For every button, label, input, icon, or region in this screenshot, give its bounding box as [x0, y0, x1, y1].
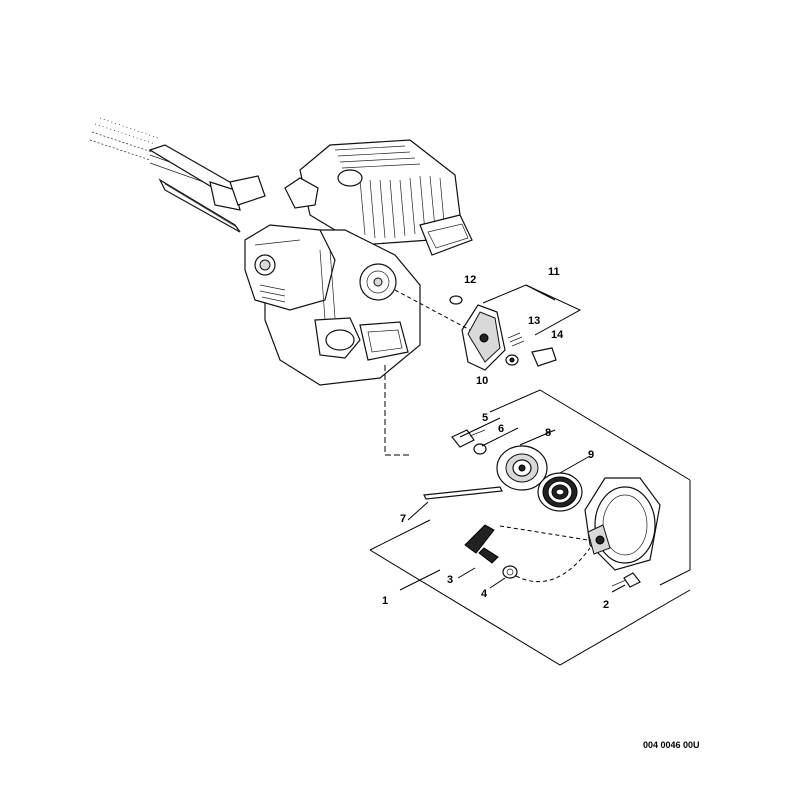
part-5-screw: [451, 429, 486, 448]
callout-5: 5: [482, 412, 488, 424]
callout-1: 1: [382, 595, 388, 607]
callout-10: 10: [476, 375, 488, 387]
callout-12: 12: [464, 274, 476, 286]
callout-8: 8: [545, 427, 551, 439]
callout-6: 6: [498, 423, 504, 435]
callout-9: 9: [588, 449, 594, 461]
callout-3: 3: [447, 574, 453, 586]
part-1-fan-housing: [584, 477, 661, 571]
part-10-nut: [505, 354, 519, 366]
callout-7: 7: [400, 513, 406, 525]
part-12-washer: [449, 295, 463, 305]
part-14-pawl: [531, 347, 557, 367]
part-9-rewind-spring: [537, 472, 583, 512]
callout-14: 14: [551, 329, 564, 341]
engine-body: [229, 139, 473, 386]
callout-2: 2: [603, 599, 609, 611]
callout-13: 13: [528, 315, 540, 327]
callout-labels: 1 2 3 4 5 6 7 8 9 10 11 12 13 14: [382, 266, 609, 611]
vent-slots: [259, 284, 286, 303]
part-13-spring: [507, 332, 525, 347]
part-2-screw: [611, 572, 641, 588]
part-6-washer: [473, 443, 487, 455]
part-11-rope-rotor-plate: [461, 304, 506, 371]
part-8-rope-rotor: [496, 445, 548, 491]
leader-lines: [369, 389, 691, 666]
callout-11: 11: [548, 266, 560, 278]
cooling-fins: [334, 145, 445, 239]
part-4-bushing: [502, 565, 518, 579]
part-3-starter-grip: [464, 524, 499, 564]
callout-4: 4: [481, 588, 488, 600]
document-id: 004 0046 00U: [643, 740, 700, 750]
part-7-starter-rope: [423, 486, 503, 500]
drive-shaft-assembly: [89, 117, 241, 233]
